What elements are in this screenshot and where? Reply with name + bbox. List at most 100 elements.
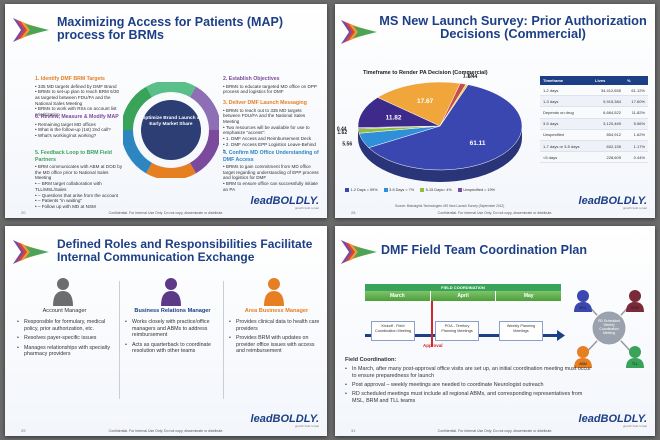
table-cell: 1.62% <box>623 129 648 141</box>
chart-title: Timeframe to Render PA Decision (Commerc… <box>363 70 488 76</box>
legend-label: 5-15 Days= 4% <box>425 188 452 192</box>
legend-item: 5-15 Days= 4% <box>420 188 452 192</box>
step-item: BRMs to reach out to 335 MD targets betw… <box>223 108 319 125</box>
step-6: 6. Review, Measure & Modify MAP Remainin… <box>35 114 123 139</box>
role-title: Area Business Manager <box>244 308 309 314</box>
node-label-tll: TLL <box>631 362 639 366</box>
role-title: Business Relations Manager <box>134 308 211 314</box>
step-item: What is the follow-up (1st) 2nd call? <box>35 127 123 133</box>
role-item: Resolves payer-specific issues <box>17 335 112 342</box>
page-number: 29 <box>21 428 26 433</box>
role-item: Responsible for formulary, medical polic… <box>17 319 112 332</box>
role-item: Acts as quarterback to coordinate resolu… <box>125 342 220 355</box>
slide-title: DMF Field Team Coordination Plan <box>381 243 588 257</box>
confidential-footer: Confidential. For Internal Use Only. Do … <box>437 429 553 433</box>
hub-label: RD Scheduled Weekly Coordination Meeting <box>598 319 620 336</box>
lead-boldly-logo: leadBOLDLY.growth built to last <box>251 414 319 428</box>
notes-item: In March, after many post-approval offic… <box>345 366 595 380</box>
table-cell: 9,915,384 <box>592 95 624 108</box>
step-heading: 6. Review, Measure & Modify MAP <box>35 114 119 120</box>
chevron-arrow-logo <box>13 18 49 42</box>
chart-legend: 1-2 Days = 59% 3-5 Days = 7% 5-15 Days= … <box>345 188 535 192</box>
logo-tagline: growth built to last <box>622 424 647 428</box>
step-item: Remaining target MD offices <box>35 122 123 128</box>
step-item: BRMs to work with RSs on account list pr… <box>35 106 123 117</box>
pie-slice <box>377 81 461 127</box>
table-cell: 1-2 days <box>540 85 593 97</box>
step-5: 5. Feedback Loop to BRM Field Partners B… <box>35 150 123 210</box>
step-heading: 3. Deliver DMF Launch Messaging <box>223 100 307 106</box>
notes-item: RD scheduled meetings must include all r… <box>345 391 595 405</box>
chevron-arrow-logo <box>341 240 377 264</box>
step-item: BRM communicates with ABM at DOD by the … <box>35 164 123 181</box>
step-item: BRMs to educate targeted MD office on DP… <box>223 84 319 95</box>
step-heading: 2. Establish Objectives <box>223 76 280 82</box>
timeline-header-bar: FIELD COORDINATION <box>365 284 561 291</box>
logo-tagline: growth built to last <box>294 206 319 210</box>
step-1: 1. Identify DMF BRM Targets 335 MD targe… <box>35 76 123 118</box>
cycle-center-label: Optimize Brand Launch & Early Market Sha… <box>141 116 201 127</box>
pie-slice <box>357 97 441 128</box>
step-item: What's working/not working? <box>35 133 123 139</box>
chevron-arrow-logo <box>13 240 49 264</box>
notes-heading: Field Coordination: <box>345 357 397 363</box>
page-number: 28 <box>351 210 356 215</box>
slide-field-team-coordination[interactable]: DMF Field Team Coordination Plan FIELD C… <box>335 226 655 436</box>
role-item: Manages relationships with specialty pha… <box>17 345 112 358</box>
role-area-business-manager: Area Business Manager Provides clinical … <box>229 308 324 358</box>
step-item: – Questions that arise from the account <box>35 193 123 199</box>
logo-lead: lead <box>250 413 273 425</box>
table-header: % <box>623 76 648 85</box>
node-label-msl: MSL <box>579 306 587 310</box>
step-item: 2. DMF Access EPP Logistics Leave-Behind <box>223 142 319 148</box>
step-item: 1. DMF Access and Reimbursement Deck <box>223 136 319 142</box>
table-cell: 1.17% <box>623 140 648 153</box>
pie-data-label: 61.11 <box>470 140 486 147</box>
step-item: BRMs to set-up plan to reach BRM 6/30 as… <box>35 89 123 106</box>
legend-item: 3-5 Days = 7% <box>383 188 415 192</box>
month-bar: March April May <box>365 291 561 301</box>
approval-label: Approval <box>423 343 443 348</box>
page-number: 20 <box>21 210 26 215</box>
page-number: 31 <box>351 428 356 433</box>
slide-title: Maximizing Access for Patients (MAP) pro… <box>57 15 283 43</box>
role-item: Provides clinical data to health care pr… <box>229 319 324 332</box>
slide-title: MS New Launch Survey: Prior Authorizatio… <box>379 13 647 42</box>
logo-boldly: BOLDLY. <box>272 413 319 425</box>
slide-map-process[interactable]: Maximizing Access for Patients (MAP) pro… <box>5 4 327 218</box>
confidential-footer: Confidential. For Internal Use Only. Do … <box>108 211 224 215</box>
lead-boldly-logo: leadBOLDLY.growth built to last <box>579 414 647 428</box>
step-item: 335 MD targets defined by DMF Brand <box>35 84 123 90</box>
logo-tagline: growth built to last <box>294 424 319 428</box>
table-header: Timeframe <box>540 76 593 85</box>
table-cell: 61.12% <box>623 85 648 97</box>
table-cell: 34,412,655 <box>592 85 624 97</box>
node-label-abm: ABM <box>579 362 587 366</box>
source-note: Source: Bioinsights Technologies: MS New… <box>395 204 505 208</box>
slide-ms-launch-survey[interactable]: MS New Launch Survey: Prior Authorizatio… <box>335 4 655 218</box>
pie-data-label: 1.62 <box>337 130 347 136</box>
slide-roles-responsibilities[interactable]: Defined Roles and Responsibilities Facil… <box>5 226 327 436</box>
slide-title: Defined Roles and Responsibilities Facil… <box>57 237 313 264</box>
logo-lead: lead <box>250 195 273 207</box>
column-divider <box>223 281 224 399</box>
step-heading: 1. Identify DMF BRM Targets <box>35 76 105 82</box>
table-cell: Unspecified <box>540 129 593 141</box>
logo-boldly: BOLDLY. <box>600 195 647 207</box>
role-account-manager: Account Manager Responsible for formular… <box>17 308 112 361</box>
legend-label: 3-5 Days = 7% <box>389 188 415 192</box>
legend-label: 1-2 Days = 59% <box>350 188 378 192</box>
role-title: Account Manager <box>42 308 87 314</box>
logo-tagline: growth built to last <box>622 206 647 210</box>
table-cell: 1-3 days <box>540 95 593 108</box>
timeline-arrowhead-icon <box>557 330 565 341</box>
step-item: – Patients "in waiting" <box>35 198 123 204</box>
pie-slice <box>368 84 523 171</box>
table-cell: 0.44% <box>623 151 648 164</box>
